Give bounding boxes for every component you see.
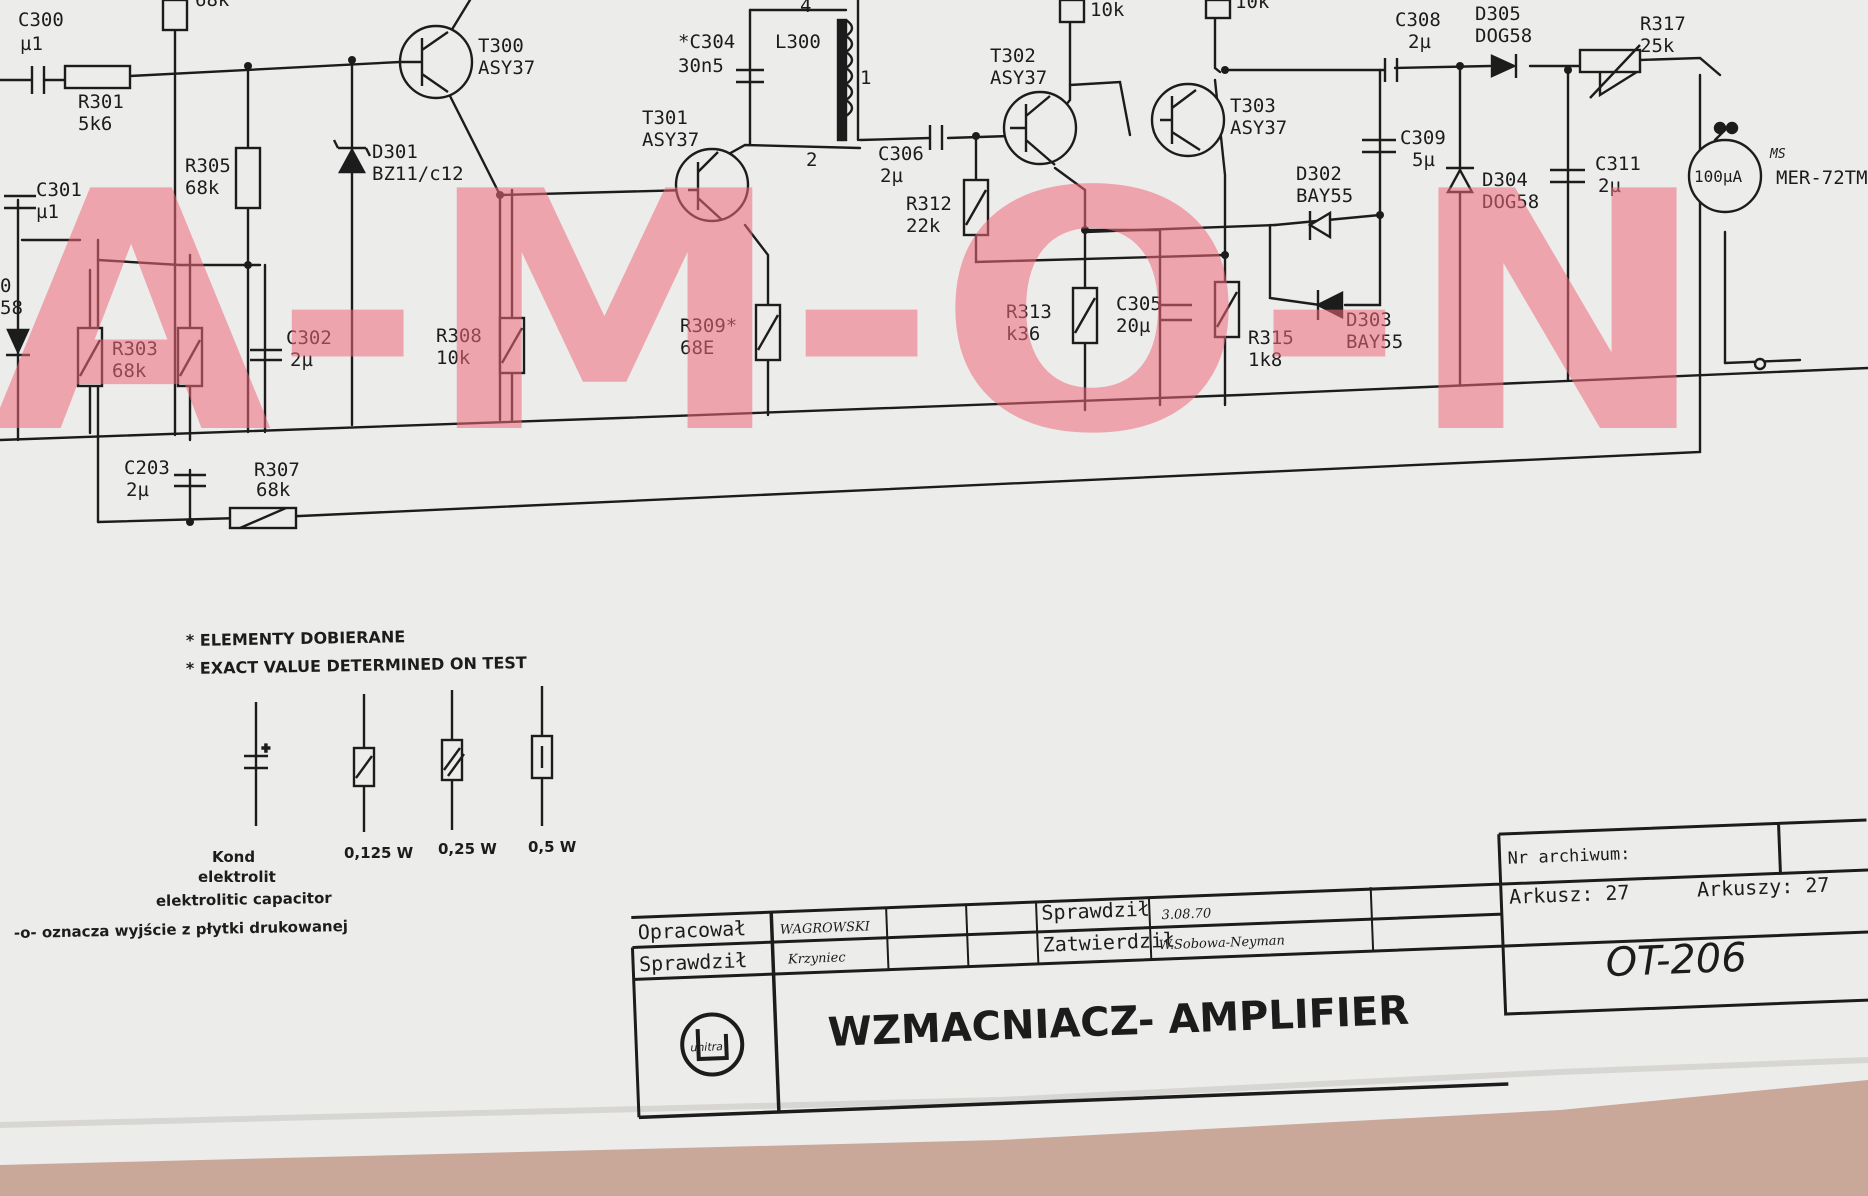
svg-text:5k6: 5k6 <box>78 113 112 135</box>
svg-text:Sprawdził: Sprawdził <box>1041 897 1150 925</box>
svg-text:2µ: 2µ <box>880 165 903 187</box>
svg-text:elektrolit: elektrolit <box>198 868 276 886</box>
svg-text:BAY55: BAY55 <box>1296 185 1353 207</box>
svg-text:1k8: 1k8 <box>1248 349 1282 371</box>
svg-text:68E: 68E <box>680 337 714 359</box>
svg-text:unitra: unitra <box>690 1040 723 1054</box>
svg-text:T302: T302 <box>990 45 1036 67</box>
svg-text:3.08.70: 3.08.70 <box>1161 906 1211 923</box>
svg-text:Nr archiwum:: Nr archiwum: <box>1507 844 1631 869</box>
svg-text:µ1: µ1 <box>36 201 59 223</box>
svg-text:µ1: µ1 <box>20 33 43 55</box>
svg-text:D305: D305 <box>1475 3 1521 25</box>
svg-text:L300: L300 <box>775 31 821 53</box>
svg-text:ASY37: ASY37 <box>642 129 699 151</box>
svg-text:R305: R305 <box>185 155 231 177</box>
svg-text:68k: 68k <box>195 0 230 11</box>
svg-text:C301: C301 <box>36 179 82 201</box>
svg-text:D302: D302 <box>1296 163 1342 185</box>
unitra-logo: unitra <box>680 1012 745 1077</box>
watermark-text: A-M-O-N <box>0 122 1710 506</box>
svg-text:R313: R313 <box>1006 301 1052 323</box>
svg-text:25k: 25k <box>1640 35 1675 57</box>
svg-text:W.Sobowa-Neyman: W.Sobowa-Neyman <box>1158 933 1285 953</box>
svg-text:R307: R307 <box>254 459 300 481</box>
svg-text:R312: R312 <box>906 193 952 215</box>
svg-text:C309: C309 <box>1400 127 1446 149</box>
svg-text:Krzyniec: Krzyniec <box>787 950 847 967</box>
svg-text:22k: 22k <box>906 215 941 237</box>
paper-edge-shadow <box>0 1057 1868 1128</box>
component-symbols <box>4 0 1767 530</box>
svg-text:68k: 68k <box>185 177 220 199</box>
title-block: Opracował Sprawdził Sprawdził Zatwierdzi… <box>630 818 1868 1120</box>
svg-text:1: 1 <box>860 67 871 89</box>
svg-text:C302: C302 <box>286 327 332 349</box>
svg-text:R308: R308 <box>436 325 482 347</box>
svg-text:4: 4 <box>800 0 811 17</box>
svg-text:R301: R301 <box>78 91 124 113</box>
svg-text:DOG58: DOG58 <box>1482 191 1539 213</box>
svg-text:D303: D303 <box>1346 309 1392 331</box>
svg-text:+: + <box>262 741 270 756</box>
svg-text:R303: R303 <box>112 338 158 360</box>
svg-text:T300: T300 <box>478 35 524 57</box>
svg-text:C306: C306 <box>878 143 924 165</box>
svg-text:C308: C308 <box>1395 9 1441 31</box>
svg-text:2: 2 <box>806 149 817 171</box>
svg-text:100µA: 100µA <box>1694 167 1743 186</box>
component-labels: C300 µ1 R301 5k6 68k T300 ASY37 *C304 30… <box>0 0 1868 501</box>
svg-text:2µ: 2µ <box>1408 31 1431 53</box>
svg-text:k36: k36 <box>1006 323 1040 345</box>
svg-text:C203: C203 <box>124 457 170 479</box>
svg-text:68k: 68k <box>256 479 291 501</box>
svg-text:68k: 68k <box>112 360 147 382</box>
svg-text:elektrolitic capacitor: elektrolitic capacitor <box>156 889 333 910</box>
svg-text:MER-72TM: MER-72TM <box>1776 167 1868 189</box>
svg-text:Opracował: Opracował <box>637 916 746 944</box>
svg-text:R317: R317 <box>1640 13 1686 35</box>
svg-text:OT-206: OT-206 <box>1605 935 1748 986</box>
svg-text:* ELEMENTY DOBIERANE: * ELEMENTY DOBIERANE <box>186 627 406 650</box>
svg-text:Arkusz: 27: Arkusz: 27 <box>1509 880 1630 909</box>
svg-text:BAY55: BAY55 <box>1346 331 1403 353</box>
paper-background <box>0 0 1868 1165</box>
svg-text:2µ: 2µ <box>126 479 149 501</box>
svg-text:10k: 10k <box>436 347 471 369</box>
svg-text:ASY37: ASY37 <box>990 67 1047 89</box>
svg-text:0,25 W: 0,25 W <box>438 840 497 858</box>
svg-text:R309*: R309* <box>680 315 737 337</box>
svg-text:C311: C311 <box>1595 153 1641 175</box>
svg-text:30n5: 30n5 <box>678 55 724 77</box>
svg-text:5µ: 5µ <box>1412 149 1435 171</box>
svg-text:R315: R315 <box>1248 327 1294 349</box>
svg-text:T303: T303 <box>1230 95 1276 117</box>
svg-text:0,5 W: 0,5 W <box>528 838 577 856</box>
svg-text:C305: C305 <box>1116 293 1162 315</box>
svg-text:WAGROWSKI: WAGROWSKI <box>780 919 871 937</box>
svg-text:T301: T301 <box>642 107 688 129</box>
svg-text:DOG58: DOG58 <box>1475 25 1532 47</box>
svg-text:10k: 10k <box>1090 0 1125 21</box>
svg-text:58: 58 <box>0 297 23 319</box>
svg-text:MS: MS <box>1769 147 1786 162</box>
svg-text:0: 0 <box>0 275 11 297</box>
svg-text:2µ: 2µ <box>290 349 313 371</box>
svg-text:2µ: 2µ <box>1598 175 1621 197</box>
svg-text:Kond: Kond <box>212 848 255 866</box>
svg-text:D304: D304 <box>1482 169 1528 191</box>
svg-text:BZ11/c12: BZ11/c12 <box>372 163 464 185</box>
svg-text:D301: D301 <box>372 141 418 163</box>
svg-text:10k: 10k <box>1235 0 1270 13</box>
svg-text:C300: C300 <box>18 9 64 31</box>
svg-text:Arkuszy: 27: Arkuszy: 27 <box>1697 873 1830 902</box>
svg-text:*C304: *C304 <box>678 31 735 53</box>
svg-text:Zatwierdził: Zatwierdził <box>1042 928 1175 957</box>
svg-text:20µ: 20µ <box>1116 315 1150 337</box>
svg-text:Sprawdził: Sprawdził <box>639 948 748 976</box>
svg-text:ASY37: ASY37 <box>1230 117 1287 139</box>
svg-text:ASY37: ASY37 <box>478 57 535 79</box>
svg-text:0,125 W: 0,125 W <box>344 844 414 862</box>
